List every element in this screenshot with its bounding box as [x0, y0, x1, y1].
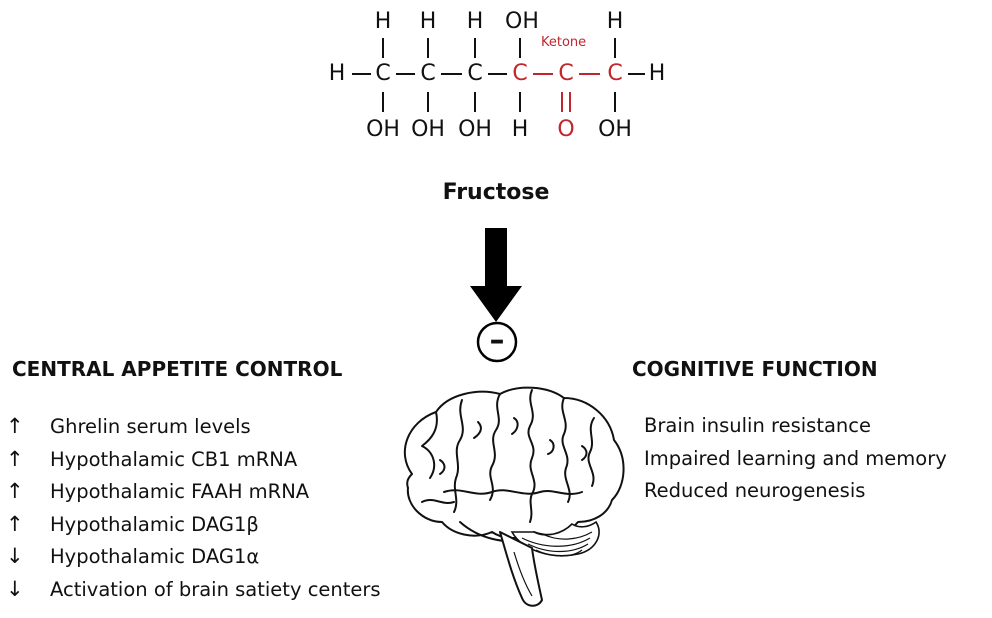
list-item-text: Hypothalamic DAG1α — [50, 545, 260, 568]
atom-bottom-3: OH — [458, 117, 492, 142]
ketone-label: Ketone — [541, 35, 587, 50]
atom-bottom-5: O — [557, 117, 575, 142]
up-arrow-icon: ↑ — [6, 511, 24, 536]
list-item-text: Activation of brain satiety centers — [50, 577, 381, 601]
list-item: ↓ Activation of brain satiety centers — [6, 573, 381, 606]
up-arrow-icon: ↑ — [6, 414, 24, 438]
list-item: Reduced neurogenesis — [644, 479, 866, 502]
brain-icon — [403, 386, 625, 607]
list-item: ↑ Hypothalamic CB1 mRNA — [6, 443, 381, 476]
list-item: ↑ Hypothalamic DAG1β — [6, 508, 381, 541]
minus-circle-icon: – — [476, 321, 518, 363]
list-item: ↑ Hypothalamic FAAH mRNA — [6, 475, 381, 508]
cognitive-function-list: Brain insulin resistance Impaired learni… — [644, 410, 947, 508]
list-item-text: Ghrelin serum levels — [50, 415, 251, 438]
atom-carbon-6: C — [607, 61, 623, 86]
atom-top-3: H — [466, 9, 484, 34]
atom-mid-h-right: H — [648, 61, 666, 86]
down-arrow-icon — [470, 228, 522, 322]
molecule-title: Fructose — [442, 180, 550, 205]
list-item-text: Hypothalamic FAAH mRNA — [50, 480, 310, 503]
atom-bottom-1: OH — [366, 117, 400, 142]
atom-bottom-2: OH — [411, 117, 445, 142]
cognitive-function-title: COGNITIVE FUNCTION — [632, 357, 878, 381]
atom-carbon-5: C — [558, 61, 574, 86]
central-appetite-list: ↑ Ghrelin serum levels ↑ Hypothalamic CB1 … — [6, 410, 381, 605]
up-arrow-icon: ↑ — [6, 446, 24, 471]
central-appetite-title: CENTRAL APPETITE CONTROL — [12, 357, 343, 381]
atom-carbon-1: C — [375, 61, 391, 86]
down-arrow-small-icon: ↓ — [6, 576, 24, 601]
list-item: Impaired learning and memory — [644, 446, 947, 470]
atom-top-4: OH — [505, 9, 539, 34]
atom-mid-h-left: H — [328, 61, 346, 86]
list-item-text: Hypothalamic DAG1β — [50, 512, 259, 536]
bond-lines — [352, 38, 645, 112]
down-arrow-small-icon: ↓ — [6, 544, 24, 568]
list-item: ↑ Ghrelin serum levels — [6, 410, 381, 443]
fructose-structure: H H H OH H Ketone H C C C C C C H OH OH … — [0, 0, 992, 160]
up-arrow-icon: ↑ — [6, 479, 24, 503]
atom-carbon-4: C — [512, 61, 528, 86]
minus-symbol: – — [489, 323, 505, 358]
list-item: Brain insulin resistance — [644, 414, 872, 437]
atom-carbon-3: C — [467, 61, 483, 86]
atom-carbon-2: C — [420, 61, 436, 86]
atom-top-1: H — [374, 9, 392, 34]
atom-bottom-4: H — [511, 117, 529, 142]
atom-top-6: H — [606, 9, 624, 34]
list-item-text: Hypothalamic CB1 mRNA — [50, 447, 298, 471]
atom-top-2: H — [419, 9, 437, 34]
list-item: ↓ Hypothalamic DAG1α — [6, 540, 381, 573]
atom-bottom-6: OH — [598, 117, 632, 142]
